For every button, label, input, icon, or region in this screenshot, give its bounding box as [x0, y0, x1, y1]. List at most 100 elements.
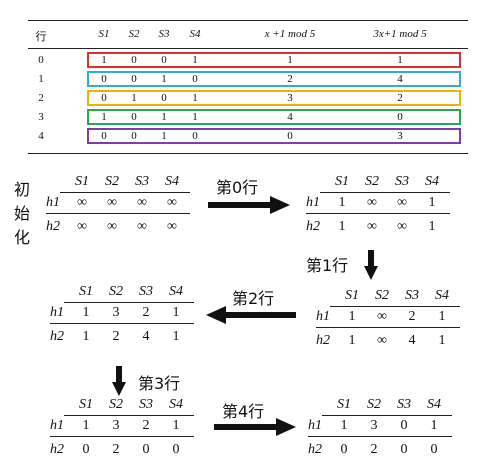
column-label-text: S3: [139, 397, 153, 412]
table-header-cell: S4: [189, 28, 201, 40]
row-label: h1: [46, 195, 60, 210]
column-label: S3: [398, 288, 426, 304]
column-label: S2: [98, 174, 126, 190]
row-rule: [308, 436, 452, 437]
column-label-text: S2: [105, 174, 119, 189]
matrix-value: 0: [142, 442, 150, 457]
column-label-text: S2: [367, 397, 381, 412]
left-arrow-icon: [206, 306, 296, 324]
table-cell: 3: [397, 130, 403, 142]
table-cell: 1: [192, 54, 198, 66]
table-header-cell: 行: [35, 30, 47, 43]
header-rule: [28, 48, 468, 49]
table-cell: 1: [101, 111, 107, 123]
column-label: S4: [162, 284, 190, 300]
column-label-text: S2: [109, 284, 123, 299]
matrix-value: ∞: [397, 219, 407, 234]
init-label-char: 化: [13, 228, 30, 247]
matrix-value: 2: [112, 442, 120, 457]
row-rule: [50, 436, 194, 437]
matrix-value: 2: [142, 418, 150, 433]
column-label-text: S1: [337, 397, 351, 412]
column-label: S4: [158, 174, 186, 190]
table-cell: 0: [101, 92, 107, 104]
matrix-value: 1: [172, 329, 180, 344]
table-cell: 1: [161, 73, 167, 85]
table-cell: 2: [287, 73, 293, 85]
table-cell: 1: [161, 130, 167, 142]
table-cell: 0: [131, 73, 137, 85]
column-label-text: S4: [427, 397, 441, 412]
table-cell: 0: [161, 54, 167, 66]
column-label-text: S1: [345, 288, 359, 303]
row-label: h2: [50, 442, 64, 457]
matrix-value: ∞: [167, 195, 177, 210]
table-cell: 0: [131, 111, 137, 123]
matrix-value: ∞: [77, 219, 87, 234]
row-rule: [50, 323, 194, 324]
matrix-value: 4: [408, 333, 416, 348]
row-label: h1: [306, 195, 320, 210]
row-label: h2: [308, 442, 322, 457]
column-label: S2: [102, 284, 130, 300]
column-label: S1: [72, 284, 100, 300]
row-rule: [316, 327, 460, 328]
matrix-value: ∞: [107, 219, 117, 234]
column-label: S1: [330, 397, 358, 413]
table-cell: 3: [38, 111, 44, 123]
init-label-char: 初: [13, 180, 30, 199]
right-arrow-icon: [214, 418, 296, 436]
table-cell: 0: [131, 130, 137, 142]
column-label-text: S3: [397, 397, 411, 412]
matrix-value: 1: [428, 219, 436, 234]
table-cell: 0: [131, 54, 137, 66]
matrix-value: 1: [338, 219, 346, 234]
matrix-value: ∞: [77, 195, 87, 210]
column-label: S3: [132, 397, 160, 413]
table-cell: 2: [397, 92, 403, 104]
matrix-value: 3: [370, 418, 378, 433]
row-label: h1: [308, 418, 322, 433]
table-cell: 1: [287, 54, 293, 66]
header-rule: [64, 302, 194, 303]
matrix-value: ∞: [397, 195, 407, 210]
column-label-text: S3: [405, 288, 419, 303]
matrix-value: ∞: [137, 195, 147, 210]
table-cell: 4: [287, 111, 293, 123]
down-arrow-icon: [112, 366, 126, 396]
row-label: h1: [50, 305, 64, 320]
matrix-value: ∞: [137, 219, 147, 234]
matrix-value: 1: [438, 309, 446, 324]
column-label-text: S2: [375, 288, 389, 303]
matrix-value: 1: [438, 333, 446, 348]
init-label-char: 始: [13, 204, 30, 223]
row-highlight-box: [87, 109, 461, 125]
table-cell: 3: [287, 92, 293, 104]
matrix-value: 3: [112, 305, 120, 320]
row-highlight-box: [87, 128, 461, 144]
column-label-text: S4: [165, 174, 179, 189]
table-cell: 1: [397, 54, 403, 66]
matrix-value: 0: [430, 442, 438, 457]
header-rule: [320, 192, 450, 193]
row-highlight-box: [87, 52, 461, 68]
row-rule: [46, 213, 190, 214]
column-label: S3: [388, 174, 416, 190]
matrix-value: ∞: [367, 219, 377, 234]
matrix-value: 1: [348, 309, 356, 324]
row-label: h1: [50, 418, 64, 433]
column-label-text: S1: [79, 284, 93, 299]
table-cell: 0: [101, 130, 107, 142]
matrix-value: 0: [82, 442, 90, 457]
column-label: S1: [338, 288, 366, 304]
matrix-value: 1: [82, 418, 90, 433]
row-label: h2: [50, 329, 64, 344]
row-highlight-box: [87, 90, 461, 106]
matrix-value: ∞: [107, 195, 117, 210]
matrix-value: ∞: [377, 333, 387, 348]
table-cell: 0: [161, 92, 167, 104]
